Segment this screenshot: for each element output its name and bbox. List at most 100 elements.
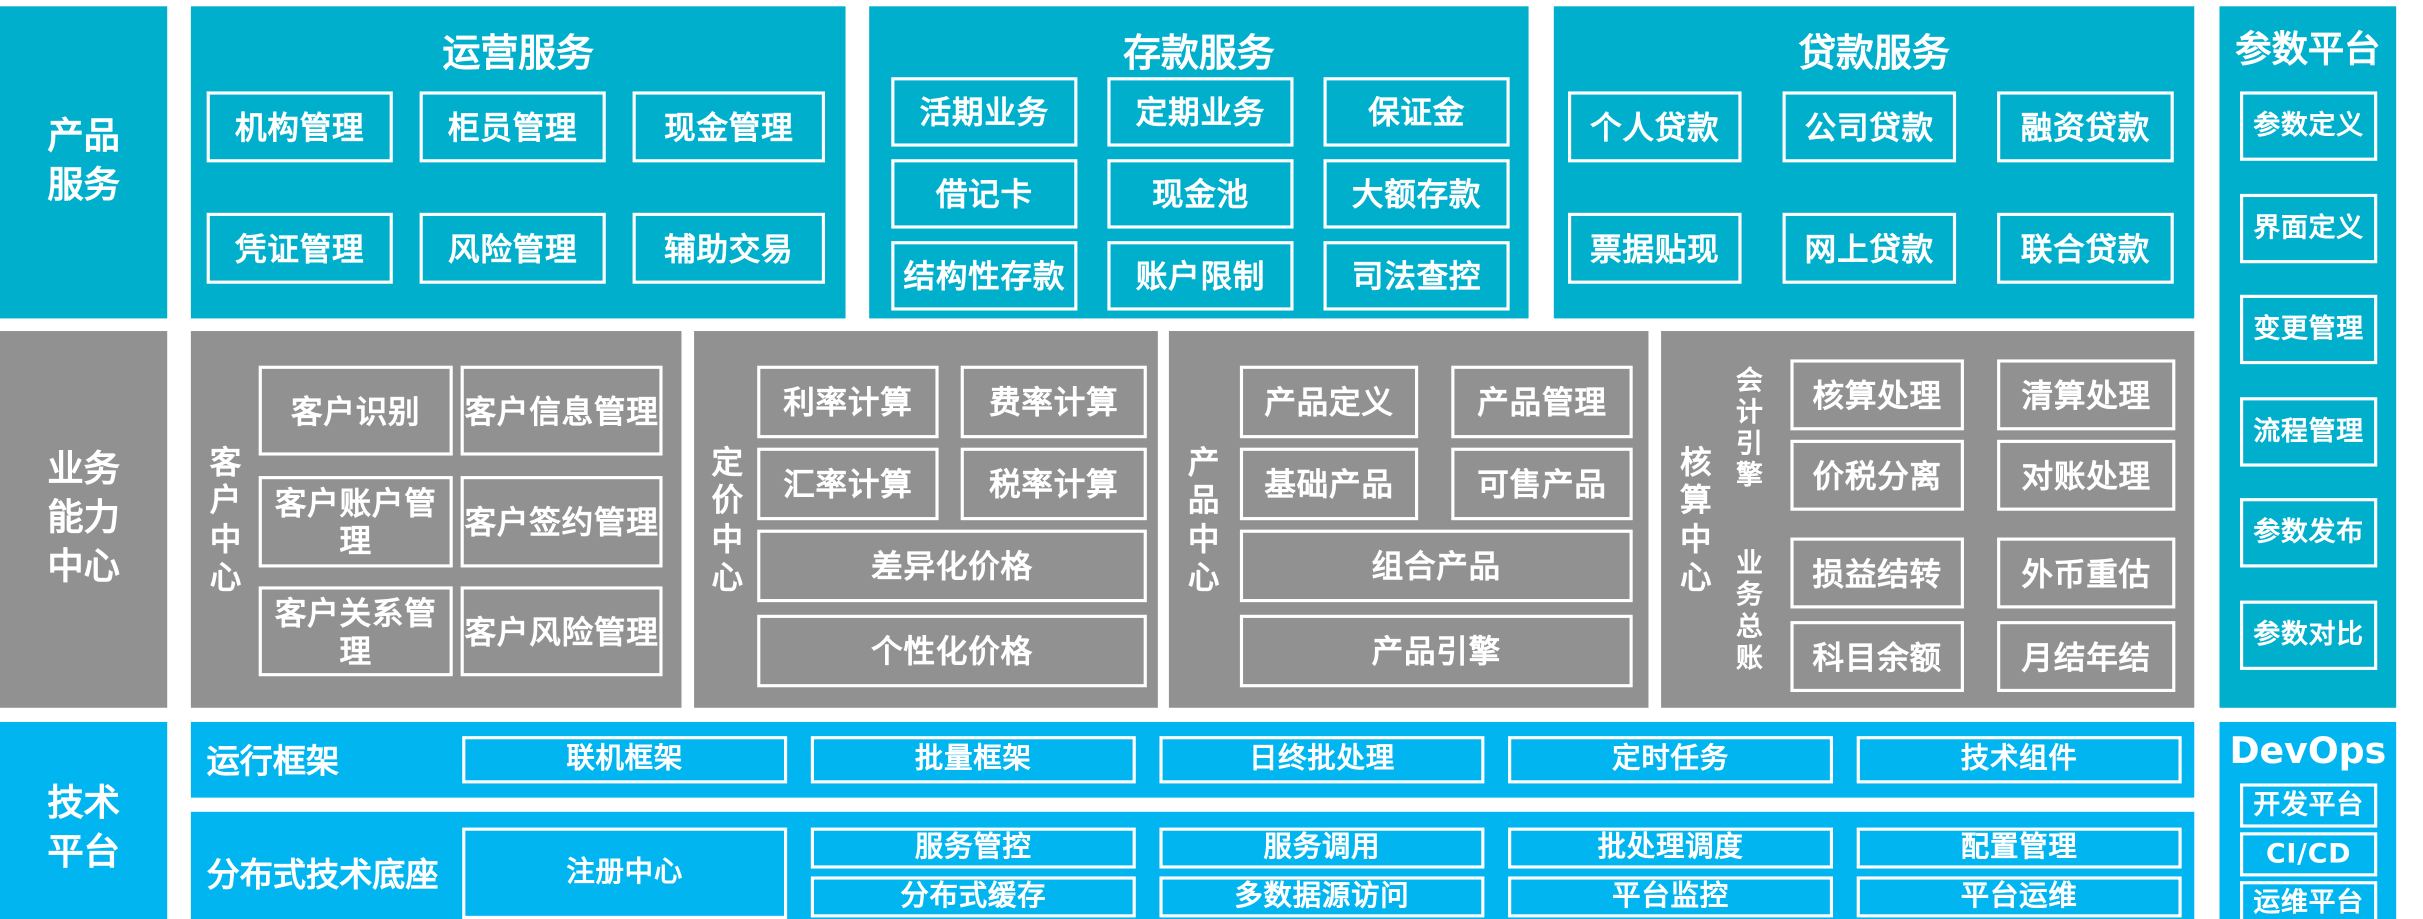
tile-judicial-control[interactable]: 司法查控 — [1323, 241, 1510, 311]
vlabel-char: 会 — [1736, 365, 1763, 398]
technology-side-panel — [0, 721, 168, 919]
tile-batch-scheduling[interactable]: 批处理调度 — [1508, 827, 1834, 869]
tile-price-tax-separation[interactable]: 价税分离 — [1790, 439, 1964, 511]
tile-risk-management[interactable]: 风险管理 — [419, 212, 606, 284]
tile-parameter-definition[interactable]: 参数定义 — [2240, 91, 2378, 161]
tile-account-restriction[interactable]: 账户限制 — [1107, 241, 1294, 311]
tile-parameter-release[interactable]: 参数发布 — [2240, 498, 2378, 568]
parameter-platform-title: 参数平台 — [2235, 29, 2381, 71]
tile-distributed-cache[interactable]: 分布式缓存 — [810, 876, 1136, 918]
tile-customer-risk-management[interactable]: 客户风险管理 — [460, 586, 663, 677]
tile-registry-center[interactable]: 注册中心 — [462, 827, 788, 919]
group-label-product-center: 产 品 中 心 — [1180, 331, 1227, 708]
tile-corporate-loan[interactable]: 公司贷款 — [1782, 91, 1957, 163]
tile-online-loan[interactable]: 网上贷款 — [1782, 212, 1957, 284]
group-label-pricing-center: 定 价 中 心 — [704, 331, 751, 708]
tile-batch-framework[interactable]: 批量框架 — [810, 736, 1136, 784]
tile-process-management[interactable]: 流程管理 — [2240, 397, 2378, 467]
tile-multi-datasource-access[interactable]: 多数据源访问 — [1159, 876, 1485, 918]
tile-teller-management[interactable]: 柜员管理 — [419, 91, 606, 163]
sublabel-accounting-engine: 会 计 引 擎 — [1730, 350, 1768, 508]
group-label-customer-center: 客 户 中 心 — [202, 331, 249, 708]
tile-sellable-product[interactable]: 可售产品 — [1451, 447, 1633, 521]
band-runtime-framework — [190, 721, 2195, 798]
panel-devops — [2219, 721, 2397, 919]
tile-demand-deposit[interactable]: 活期业务 — [891, 77, 1078, 147]
vlabel-char: 业 — [1736, 548, 1763, 580]
tile-auxiliary-transaction[interactable]: 辅助交易 — [632, 212, 826, 284]
group-title-operation: 运营服务 — [442, 31, 594, 76]
tile-account-balance[interactable]: 科目余额 — [1790, 621, 1964, 693]
tile-cash-management[interactable]: 现金管理 — [632, 91, 826, 163]
tile-ci-cd[interactable]: CI/CD — [2240, 832, 2378, 877]
tile-tax-rate-calc[interactable]: 税率计算 — [960, 447, 1147, 521]
tile-product-management[interactable]: 产品管理 — [1451, 365, 1633, 439]
tile-bill-discount[interactable]: 票据贴现 — [1568, 212, 1742, 284]
group-customer-center — [190, 331, 682, 708]
tile-interest-rate-calc[interactable]: 利率计算 — [757, 365, 939, 439]
tile-product-engine[interactable]: 产品引擎 — [1239, 614, 1633, 688]
group-title-loan: 贷款服务 — [1798, 31, 1950, 76]
product-service-side-label: 产品 服务 — [0, 6, 167, 318]
vlabel-char: 擎 — [1736, 460, 1763, 492]
tile-differentiated-pricing[interactable]: 差异化价格 — [757, 529, 1147, 603]
tile-composite-product[interactable]: 组合产品 — [1239, 529, 1633, 603]
vlabel-char: 产 — [1187, 442, 1220, 481]
capability-side-panel — [0, 331, 168, 708]
vlabel-char: 中 — [209, 519, 242, 558]
tile-fee-rate-calc[interactable]: 费率计算 — [960, 365, 1147, 439]
side-label-line: 服务 — [47, 165, 120, 207]
tile-configuration-management[interactable]: 配置管理 — [1856, 827, 2182, 869]
tile-syndicated-loan[interactable]: 联合贷款 — [1997, 212, 2174, 284]
tile-customer-info-management[interactable]: 客户信息管理 — [460, 365, 663, 456]
tile-foreign-currency-revaluation[interactable]: 外币重估 — [1997, 537, 2176, 609]
tile-personalized-pricing[interactable]: 个性化价格 — [757, 614, 1147, 688]
tile-platform-monitoring[interactable]: 平台监控 — [1508, 876, 1834, 918]
tile-org-management[interactable]: 机构管理 — [206, 91, 393, 163]
tile-parameter-comparison[interactable]: 参数对比 — [2240, 600, 2378, 670]
tile-operations-platform[interactable]: 运维平台 — [2240, 881, 2378, 919]
vlabel-char: 品 — [1187, 480, 1220, 519]
tile-customer-account-management[interactable]: 客户账户管理 — [258, 476, 453, 568]
tile-large-deposit[interactable]: 大额存款 — [1323, 159, 1510, 229]
sublabel-business-ledger: 业 务 总 账 — [1730, 533, 1768, 691]
technology-side-label: 技术 平台 — [0, 722, 167, 919]
tile-cash-pool[interactable]: 现金池 — [1107, 159, 1294, 229]
tile-exchange-rate-calc[interactable]: 汇率计算 — [757, 447, 939, 521]
tile-basic-product[interactable]: 基础产品 — [1239, 447, 1419, 521]
tile-profit-loss-carryover[interactable]: 损益结转 — [1790, 537, 1964, 609]
tile-settlement-processing[interactable]: 清算处理 — [1997, 359, 2176, 431]
tile-voucher-management[interactable]: 凭证管理 — [206, 212, 393, 284]
tile-debit-card[interactable]: 借记卡 — [891, 159, 1078, 229]
tile-service-governance[interactable]: 服务管控 — [810, 827, 1136, 869]
tile-personal-loan[interactable]: 个人贷款 — [1568, 91, 1742, 163]
tile-customer-relationship-management[interactable]: 客户关系管理 — [258, 586, 453, 677]
tile-eod-batch-processing[interactable]: 日终批处理 — [1159, 736, 1485, 784]
tile-product-definition[interactable]: 产品定义 — [1239, 365, 1419, 439]
tile-development-platform[interactable]: 开发平台 — [2240, 783, 2378, 828]
tile-financing-loan[interactable]: 融资贷款 — [1997, 91, 2174, 163]
vlabel-char: 中 — [1187, 519, 1220, 558]
side-label-line: 技术 — [47, 782, 120, 824]
vlabel-char: 账 — [1736, 643, 1763, 675]
tile-margin-deposit[interactable]: 保证金 — [1323, 77, 1510, 147]
tile-platform-operations[interactable]: 平台运维 — [1856, 876, 2182, 918]
vlabel-char: 总 — [1736, 611, 1763, 644]
tile-accounting-processing[interactable]: 核算处理 — [1790, 359, 1964, 431]
tile-month-year-close[interactable]: 月结年结 — [1997, 621, 2176, 693]
vlabel-char: 心 — [1680, 557, 1712, 596]
vlabel-char: 务 — [1736, 580, 1763, 612]
side-label-line: 能力 — [47, 498, 120, 540]
tile-customer-identification[interactable]: 客户识别 — [258, 365, 453, 456]
tile-interface-definition[interactable]: 界面定义 — [2240, 193, 2378, 264]
tile-online-framework[interactable]: 联机框架 — [462, 736, 788, 784]
tile-service-invocation[interactable]: 服务调用 — [1159, 827, 1485, 869]
tile-technical-component[interactable]: 技术组件 — [1856, 736, 2182, 784]
tile-change-management[interactable]: 变更管理 — [2240, 294, 2378, 365]
vlabel-char: 中 — [1680, 519, 1712, 558]
tile-structured-deposit[interactable]: 结构性存款 — [891, 241, 1078, 311]
tile-customer-contract-management[interactable]: 客户签约管理 — [460, 476, 663, 568]
tile-reconciliation-processing[interactable]: 对账处理 — [1997, 439, 2176, 511]
tile-time-deposit[interactable]: 定期业务 — [1107, 77, 1294, 147]
tile-scheduled-task[interactable]: 定时任务 — [1508, 736, 1834, 784]
